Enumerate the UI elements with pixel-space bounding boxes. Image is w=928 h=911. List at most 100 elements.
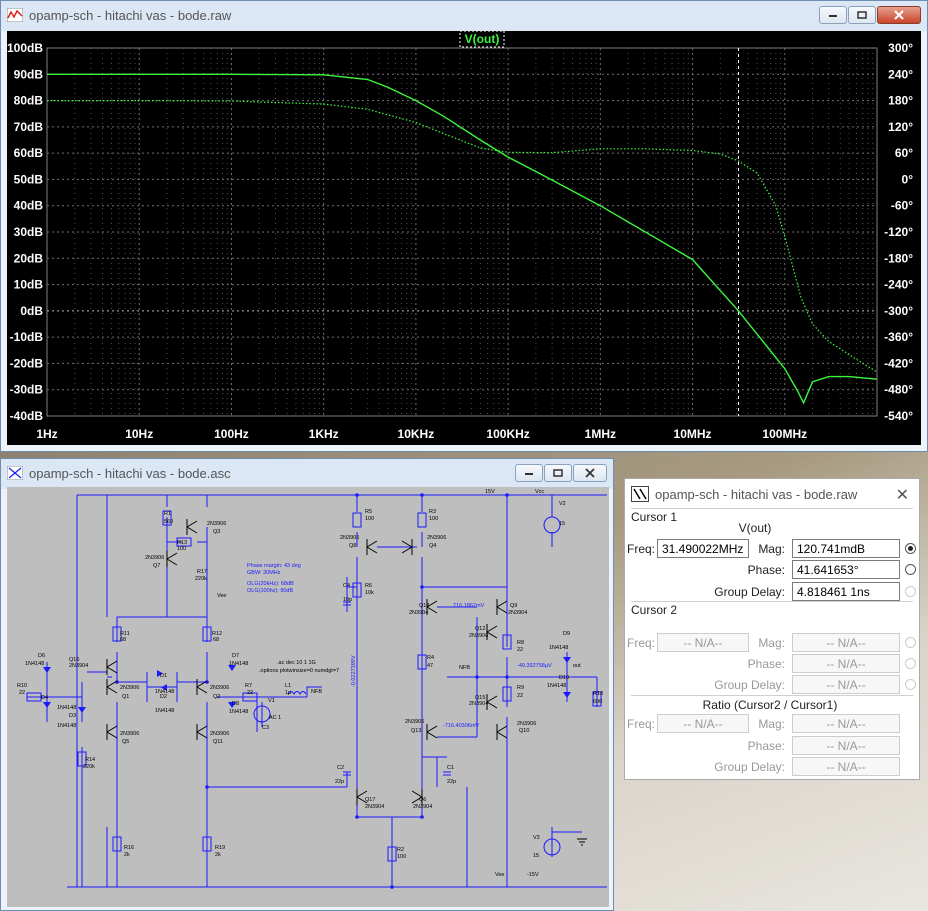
cursor1-gd-field[interactable]: 4.818461 1ns xyxy=(792,582,900,601)
schematic-label: D1 xyxy=(160,673,167,679)
ratio-freq-label: Freq: xyxy=(627,717,656,731)
schematic-label: R12 xyxy=(212,631,222,637)
schematic-label: Phase margin: 43 deg xyxy=(247,563,301,569)
schematic-label: V2 xyxy=(559,501,566,507)
cursor2-gd-field[interactable]: -- N/A-- xyxy=(792,675,900,694)
schematic-label: Q4 xyxy=(429,543,436,549)
schematic-label: C4 xyxy=(343,583,350,589)
schematic-label: 1N4148 xyxy=(155,689,174,695)
divider xyxy=(631,601,913,602)
schematic-label: R17 xyxy=(197,569,207,575)
cursor-dialog-titlebar[interactable]: opamp-sch - hitachi vas - bode.raw ✕ xyxy=(625,479,919,509)
schematic-label: 68 xyxy=(213,637,219,643)
schematic-label: 1N4148 xyxy=(229,709,248,715)
schematic-label: D7 xyxy=(232,653,239,659)
magnitude-trace xyxy=(47,73,878,405)
schematic-label: Vee xyxy=(495,872,504,878)
schematic-label: NFB xyxy=(459,665,470,671)
schematic-label: R2 xyxy=(397,847,404,853)
schematic-label: 22 xyxy=(19,690,25,696)
schematic-label: Q13 xyxy=(411,728,421,734)
schematic-label: R19 xyxy=(215,845,225,851)
bode-plot-chart[interactable]: 100dB90dB80dB70dB60dB50dB40dB30dB20dB10d… xyxy=(7,30,921,445)
schematic-label: D3 xyxy=(69,713,76,719)
restore-button[interactable] xyxy=(848,6,876,24)
y-tick-label-right: -480° xyxy=(884,383,913,397)
x-tick-label: 10KHz xyxy=(398,427,435,441)
close-button[interactable] xyxy=(877,6,921,24)
schematic-label: 2N3906 xyxy=(340,535,359,541)
x-tick-label: 1Hz xyxy=(36,427,57,441)
ratio-freq-field[interactable]: -- N/A-- xyxy=(657,714,749,733)
schematic-label: R4 xyxy=(427,655,434,661)
cursor1-mag-radio[interactable] xyxy=(905,543,916,554)
schematic-label: R14 xyxy=(85,757,95,763)
cursor1-mag-field[interactable]: 120.741mdB xyxy=(792,539,900,558)
schematic-label: D2 xyxy=(160,694,167,700)
schematic-label: 22p xyxy=(447,779,456,785)
cursor-dialog[interactable]: opamp-sch - hitachi vas - bode.raw ✕ Cur… xyxy=(624,478,920,780)
minimize-button[interactable] xyxy=(819,6,847,24)
ratio-gd-field[interactable]: -- N/A-- xyxy=(792,757,900,776)
schematic-label: OLG(20kHz): 68dB xyxy=(247,581,294,587)
y-tick-label-left: -20dB xyxy=(10,356,44,370)
schematic-label: 1N4148 xyxy=(155,708,174,714)
schematic-titlebar[interactable]: opamp-sch - hitachi vas - bode.asc xyxy=(1,459,613,489)
divider xyxy=(631,508,913,509)
schematic-label: 100 xyxy=(397,854,406,860)
cursor1-phase-label: Phase: xyxy=(747,563,785,577)
schematic-label: C2 xyxy=(337,765,344,771)
trace-label[interactable]: V(out) xyxy=(465,32,500,46)
trace-label-box[interactable] xyxy=(459,30,505,48)
y-tick-label-left: -40dB xyxy=(10,409,44,423)
y-tick-label-left: 40dB xyxy=(14,199,44,213)
cursor2-gd-radio[interactable] xyxy=(905,679,916,690)
schematic-label: 2N3904 xyxy=(365,804,384,810)
schematic-label: -49.392758µV xyxy=(517,663,552,669)
ratio-phase-label: Phase: xyxy=(747,739,785,753)
cursor2-phase-radio[interactable] xyxy=(905,658,916,669)
schematic-label: -0.0227399V xyxy=(351,655,357,687)
schematic-label: R5 xyxy=(365,509,372,515)
schematic-window[interactable]: opamp-sch - hitachi vas - bode.asc xyxy=(0,458,614,911)
ratio-mag-field[interactable]: -- N/A-- xyxy=(792,714,900,733)
ratio-phase-field[interactable]: -- N/A-- xyxy=(792,736,900,755)
cursor1-section-label: Cursor 1 xyxy=(631,510,678,524)
schematic-restore-button[interactable] xyxy=(544,464,572,482)
schematic-close-button[interactable] xyxy=(573,464,607,482)
cursor2-mag-field[interactable]: -- N/A-- xyxy=(792,633,900,652)
cursor2-mag-radio[interactable] xyxy=(905,637,916,648)
waveform-window[interactable]: opamp-sch - hitachi vas - bode.raw 100dB… xyxy=(0,0,928,452)
y-tick-label-left: 50dB xyxy=(14,172,44,186)
schematic-label: 2N3906 xyxy=(517,721,536,727)
waveform-titlebar[interactable]: opamp-sch - hitachi vas - bode.raw xyxy=(1,1,927,31)
schematic-label: 2N3906 xyxy=(120,685,139,691)
y-tick-label-left: 30dB xyxy=(14,225,44,239)
cursor2-freq-field[interactable]: -- N/A-- xyxy=(657,633,749,652)
schematic-label: Q3 xyxy=(213,529,220,535)
schematic-drawing[interactable]: R15602N3906Q3R131002N3906Q7R17220kVeePha… xyxy=(7,487,609,907)
schematic-label: 2N3906 xyxy=(405,719,424,725)
cursor1-gd-radio[interactable] xyxy=(905,586,916,597)
schematic-label: R3 xyxy=(429,509,436,515)
schematic-label: Q16 xyxy=(69,657,79,663)
schematic-label: D9 xyxy=(563,631,570,637)
schematic-minimize-button[interactable] xyxy=(515,464,543,482)
schematic-label: 2N3904 xyxy=(413,804,432,810)
cursor1-freq-field[interactable]: 31.490022MHz xyxy=(657,539,749,558)
cursor1-phase-field[interactable]: 41.641653° xyxy=(792,560,900,579)
schematic-label: 2k xyxy=(215,852,221,858)
waveform-window-title: opamp-sch - hitachi vas - bode.raw xyxy=(29,8,232,23)
cursor1-phase-radio[interactable] xyxy=(905,564,916,575)
schematic-label: 22 xyxy=(247,690,253,696)
ratio-mag-label: Mag: xyxy=(758,717,785,731)
y-tick-label-left: 10dB xyxy=(14,278,44,292)
schematic-label: 1N4148 xyxy=(57,705,76,711)
cursor-dialog-close-icon[interactable]: ✕ xyxy=(895,487,909,504)
schematic-label: C1 xyxy=(447,765,454,771)
schematic-label: AC 1 xyxy=(269,715,281,721)
y-tick-label-right: -360° xyxy=(884,330,913,344)
cursor2-phase-field[interactable]: -- N/A-- xyxy=(792,654,900,673)
